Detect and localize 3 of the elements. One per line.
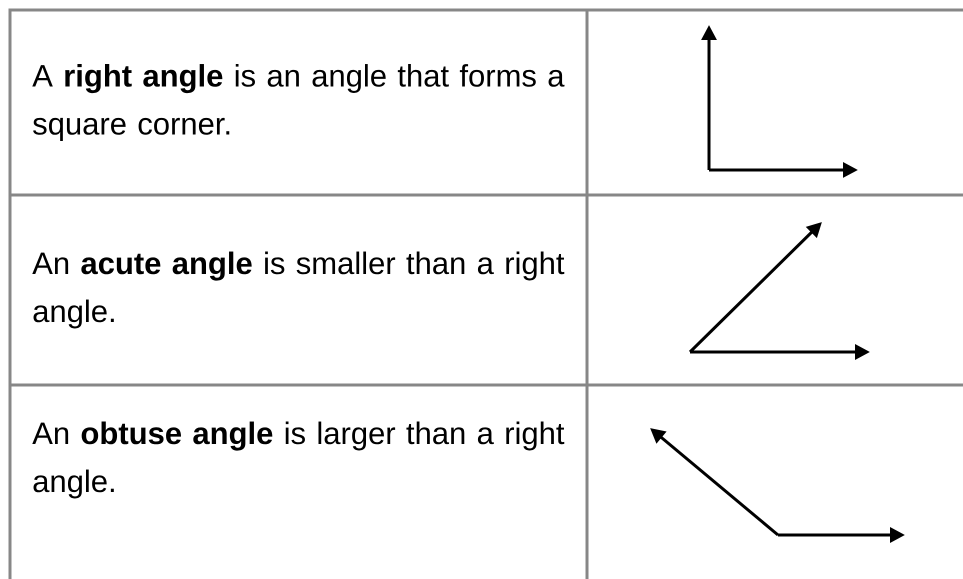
- table-cell: A right angle is an angle that forms a square corner.: [32, 64, 564, 141]
- table-cell: An obtuse angle is larger than a right angle.: [32, 422, 564, 498]
- table-cell: An acute angle is smaller than a right angle.: [32, 252, 564, 328]
